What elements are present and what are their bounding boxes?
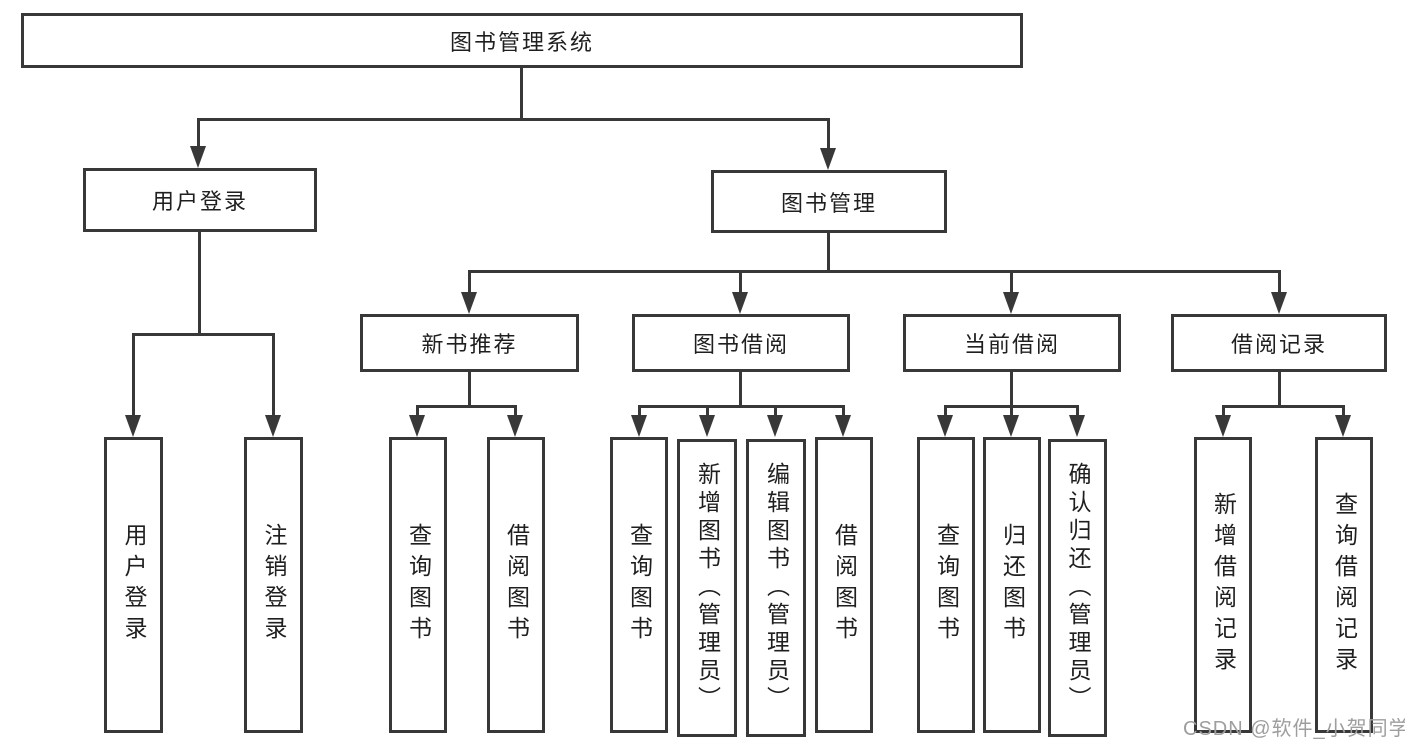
connector-user-login-stub: [198, 232, 201, 336]
arrowhead-g4-query: [1335, 415, 1351, 437]
connector-book-borrow-stub: [739, 372, 742, 408]
connector-drop-leaf-user-login: [132, 333, 135, 417]
arrowhead-book-management: [820, 148, 836, 170]
leaf-edit-books-admin: 编辑图书（管理员）: [746, 439, 806, 737]
node-label: 当前借阅: [963, 332, 1060, 357]
leaf-borrow-books-2: 借阅图书: [815, 437, 873, 733]
leaf-label: 借阅图书: [831, 523, 858, 647]
connector-drop-leaf-logout: [272, 333, 275, 417]
arrowhead-records: [1271, 292, 1287, 314]
leaf-label: 查询图书: [933, 523, 960, 647]
leaf-query-books-1: 查询图书: [389, 437, 447, 733]
leaf-label: 归还图书: [999, 523, 1026, 647]
leaf-add-books-admin: 新增图书（管理员）: [677, 439, 737, 737]
connector-g3-drop3: [1076, 405, 1079, 419]
connector-new-rec-stub: [468, 372, 471, 408]
connector-records-stub: [1278, 372, 1281, 408]
connector-book-management-stub: [827, 233, 830, 273]
node-label: 图书管理系统: [449, 29, 594, 55]
connector-g4-drop2: [1342, 405, 1345, 419]
connector-g1-drop1: [416, 405, 419, 419]
leaf-query-borrow-record: 查询借阅记录: [1315, 437, 1373, 733]
arrowhead-g2-edit: [767, 415, 783, 437]
leaf-user-login: 用户登录: [104, 437, 163, 733]
connector-g2-drop2: [706, 405, 709, 419]
leaf-add-borrow-record: 新增借阅记录: [1194, 437, 1252, 733]
leaf-label: 借阅图书: [503, 523, 530, 647]
connector-root-stub: [520, 68, 523, 120]
connector-g1-drop2: [514, 405, 517, 419]
node-label: 图书借阅: [692, 332, 789, 357]
arrowhead-g1-query: [409, 415, 425, 437]
connector-group2-bar: [638, 405, 845, 408]
arrowhead-book-borrow: [732, 292, 748, 314]
arrowhead-leaf-user-login: [125, 415, 141, 437]
leaf-query-books-2: 查询图书: [610, 437, 668, 733]
connector-g2-drop4: [842, 405, 845, 419]
node-new-book-recommendation: 新书推荐: [360, 314, 579, 372]
arrowhead-user-login: [190, 146, 206, 168]
connector-level2-bar: [197, 118, 830, 121]
node-label: 新书推荐: [421, 332, 518, 357]
connector-g2-drop3: [774, 405, 777, 419]
leaf-label: 注销登录: [261, 523, 287, 647]
node-current-borrowing: 当前借阅: [903, 314, 1121, 372]
connector-user-login-bar: [132, 333, 275, 336]
node-book-management-system: 图书管理系统: [21, 13, 1023, 68]
leaf-confirm-return-admin: 确认归还（管理员）: [1048, 439, 1107, 737]
connector-drop-current-borrow: [1010, 270, 1013, 296]
csdn-watermark: CSDN @软件_小贺同学: [1183, 718, 1405, 740]
connector-g4-drop1: [1222, 405, 1225, 419]
node-label: 用户登录: [151, 189, 248, 214]
arrowhead-g1-borrow: [507, 415, 523, 437]
node-borrowing-records: 借阅记录: [1171, 314, 1387, 372]
leaf-label: 查询图书: [405, 523, 432, 647]
connector-group4-bar: [1222, 405, 1344, 408]
arrowhead-g2-query: [631, 415, 647, 437]
node-book-borrowing: 图书借阅: [632, 314, 850, 372]
node-user-login: 用户登录: [83, 168, 317, 232]
leaf-logout: 注销登录: [244, 437, 303, 733]
connector-drop-records: [1278, 270, 1281, 296]
connector-drop-new-rec: [468, 270, 471, 296]
arrowhead-g3-confirm: [1069, 415, 1085, 437]
leaf-borrow-books-1: 借阅图书: [487, 437, 545, 733]
leaf-label: 编辑图书（管理员）: [763, 462, 790, 714]
arrowhead-leaf-logout: [265, 415, 281, 437]
connector-level3-bar: [468, 270, 1281, 273]
connector-g3-drop2: [1010, 405, 1013, 419]
leaf-label: 新增图书（管理员）: [694, 462, 721, 714]
connector-group1-bar: [416, 405, 517, 408]
leaf-label: 确认归还（管理员）: [1065, 462, 1091, 714]
leaf-return-books: 归还图书: [983, 437, 1041, 733]
arrowhead-g2-add: [699, 415, 715, 437]
node-label: 图书管理: [780, 190, 877, 216]
connector-drop-book-management: [827, 118, 830, 150]
arrowhead-current-borrow: [1003, 292, 1019, 314]
connector-drop-book-borrow: [739, 270, 742, 296]
arrowhead-g4-add: [1215, 415, 1231, 437]
leaf-label: 用户登录: [121, 523, 147, 647]
node-label: 借阅记录: [1230, 332, 1327, 357]
connector-g2-drop1: [638, 405, 641, 419]
leaf-label: 查询图书: [626, 523, 653, 647]
arrowhead-g3-return: [1003, 415, 1019, 437]
connector-g3-drop1: [944, 405, 947, 419]
arrowhead-g2-borrow: [835, 415, 851, 437]
node-book-management: 图书管理: [711, 170, 947, 233]
connector-current-borrow-stub: [1010, 372, 1013, 408]
leaf-label: 查询借阅记录: [1331, 492, 1358, 678]
leaf-label: 新增借阅记录: [1210, 492, 1237, 678]
arrowhead-new-rec: [461, 292, 477, 314]
arrowhead-g3-query: [937, 415, 953, 437]
leaf-query-books-3: 查询图书: [917, 437, 975, 733]
connector-drop-user-login: [197, 118, 200, 148]
